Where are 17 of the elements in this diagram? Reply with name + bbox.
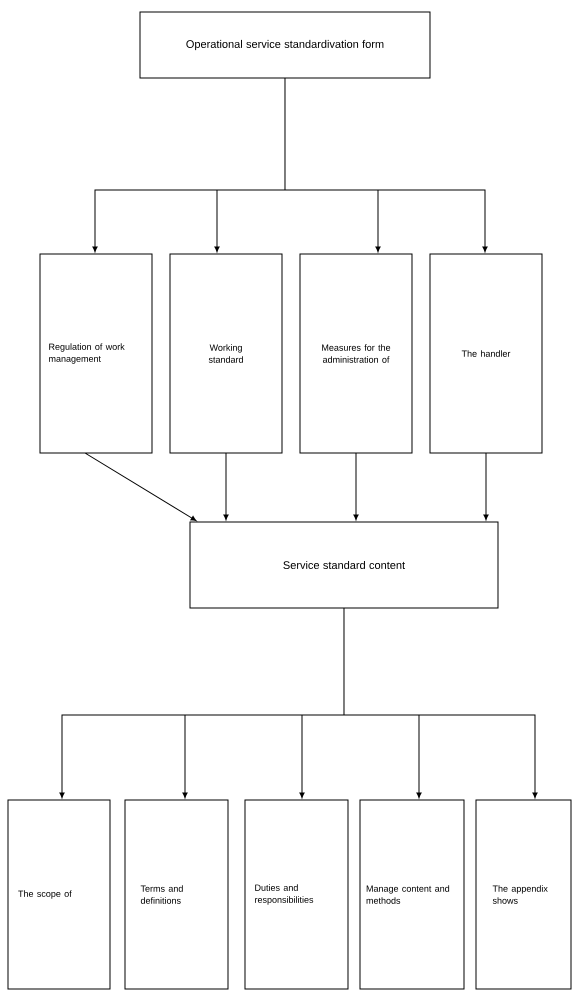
- arrow: [483, 453, 489, 520]
- arrow: [84, 452, 196, 522]
- process-box: Terms and definitions: [124, 800, 228, 990]
- process-box: Regulation of work management: [40, 254, 152, 454]
- arrow: [344, 608, 538, 798]
- arrow: [284, 78, 488, 252]
- process-box: Operational service standardivation form: [140, 12, 430, 78]
- process-box: Manage content and methods: [360, 800, 464, 990]
- process-box: Working standard: [170, 254, 282, 454]
- arrow: [353, 453, 359, 520]
- process-box: The scope of: [8, 800, 110, 990]
- process-box: The handler: [430, 254, 542, 454]
- arrow: [223, 453, 229, 520]
- process-box: Measures for the administration of: [300, 254, 412, 454]
- process-box: Duties and responsibilities: [244, 800, 348, 990]
- process-box: The appendix shows: [476, 800, 572, 990]
- process-box: Service standard content: [190, 522, 498, 608]
